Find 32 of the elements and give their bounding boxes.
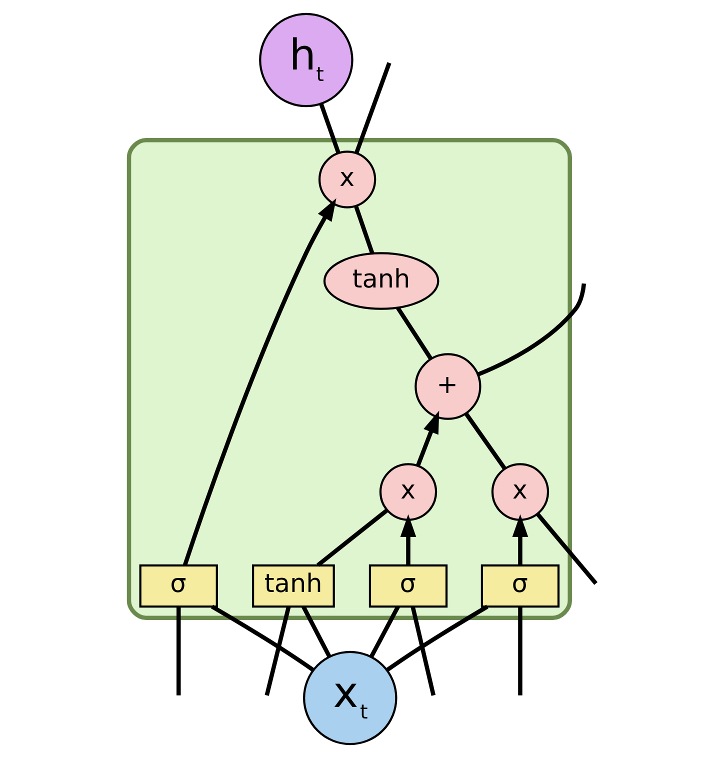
connector (210, 604, 315, 672)
arrow (416, 410, 440, 466)
node-circle: + (414, 353, 482, 420)
cluster (126, 138, 572, 620)
connector (302, 606, 332, 658)
arrow (400, 514, 416, 566)
connector (518, 606, 522, 696)
connector (396, 306, 433, 360)
connector (354, 62, 392, 154)
connector (316, 508, 388, 567)
node-circle: x (318, 150, 376, 208)
node-circle: h$_{t}$ (259, 12, 354, 108)
node-circle: x (379, 463, 438, 521)
node-ellipse: tanh (323, 252, 440, 310)
node-box: tanh (252, 564, 335, 608)
connector (370, 606, 400, 658)
connector (536, 513, 598, 585)
connector (176, 606, 181, 696)
connector (464, 412, 506, 470)
connector (386, 604, 488, 672)
connector (477, 283, 586, 376)
connector (410, 606, 436, 696)
node-circle: x$_{t}$ (303, 650, 398, 746)
node-box: σ (139, 564, 218, 608)
connector (319, 102, 340, 154)
arrow (182, 198, 336, 566)
node-box: σ (480, 564, 560, 608)
connector (354, 206, 374, 254)
arrow (512, 514, 528, 566)
node-circle: x (491, 463, 550, 521)
connector (264, 606, 291, 696)
node-box: σ (368, 564, 448, 608)
